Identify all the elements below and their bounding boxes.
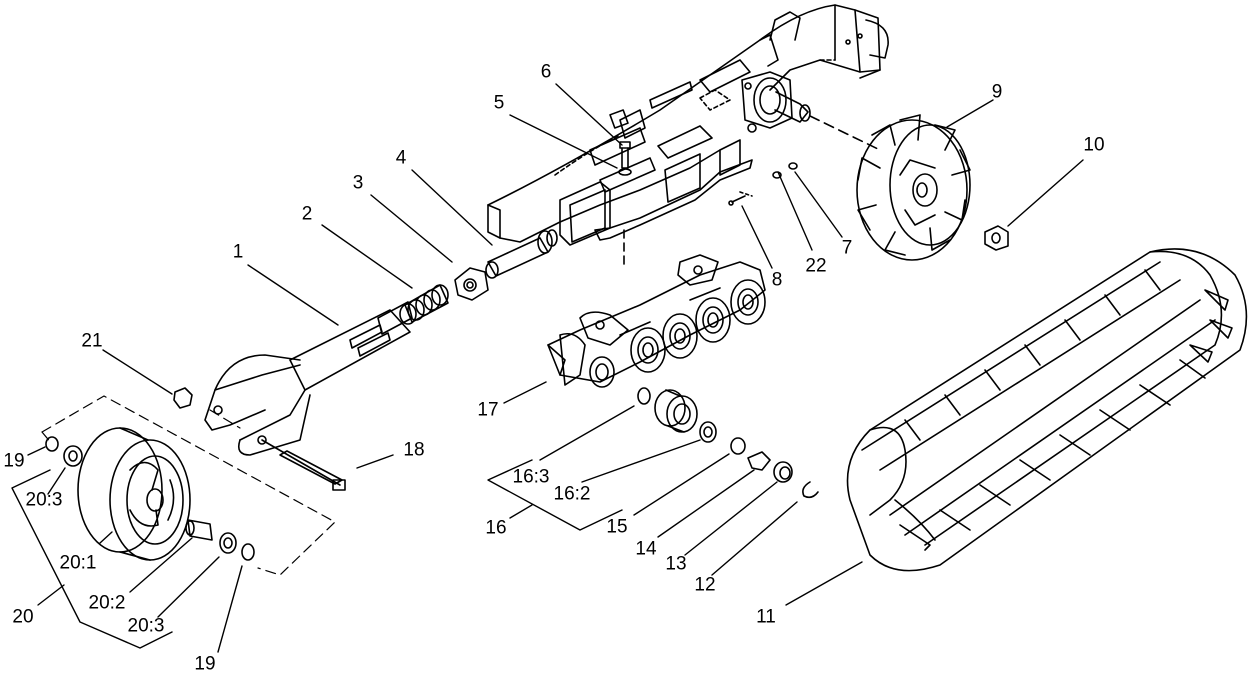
callout-7: 7 bbox=[841, 237, 853, 259]
callout-8: 8 bbox=[771, 269, 783, 291]
tension-spring bbox=[399, 284, 449, 325]
spindle-housing bbox=[741, 71, 811, 133]
spacer-20-2 bbox=[185, 519, 213, 541]
tensioner-arm bbox=[204, 301, 413, 456]
callout-16-3: 16:3 bbox=[512, 466, 550, 488]
tension-shaft bbox=[485, 229, 558, 279]
rubber-track bbox=[846, 248, 1248, 572]
bearing-16-2 bbox=[699, 421, 717, 443]
drive-sprocket bbox=[856, 114, 971, 261]
callout-20-3-top: 20:3 bbox=[25, 489, 63, 511]
bolt-6 bbox=[619, 141, 631, 169]
washer-5 bbox=[618, 168, 632, 176]
callout-19-top: 19 bbox=[3, 450, 25, 472]
axis-line bbox=[809, 115, 881, 151]
lock-nut-21 bbox=[173, 387, 193, 409]
cap-13 bbox=[773, 461, 793, 483]
callout-2: 2 bbox=[301, 203, 313, 225]
callout-20-3-bottom: 20:3 bbox=[127, 615, 165, 637]
callout-18: 18 bbox=[403, 439, 425, 461]
callout-5: 5 bbox=[493, 92, 505, 114]
callout-16-2: 16:2 bbox=[553, 483, 591, 505]
track-frame bbox=[487, 4, 889, 246]
callout-21: 21 bbox=[81, 330, 103, 352]
callout-22: 22 bbox=[805, 255, 827, 277]
callout-20-1: 20:1 bbox=[59, 552, 97, 574]
callout-16: 16 bbox=[485, 517, 507, 539]
assembly-lines bbox=[41, 395, 336, 576]
callout-13: 13 bbox=[665, 553, 687, 575]
callout-6: 6 bbox=[540, 61, 552, 83]
snap-ring-16-3 bbox=[637, 387, 651, 405]
washer-15 bbox=[730, 437, 746, 455]
axle-bolt bbox=[261, 439, 341, 486]
callout-14: 14 bbox=[635, 538, 657, 560]
bolt-14 bbox=[747, 451, 771, 471]
washer-19b bbox=[241, 543, 255, 561]
nut-10 bbox=[984, 225, 1009, 251]
callout-15: 15 bbox=[606, 516, 628, 538]
callout-1: 1 bbox=[232, 241, 244, 263]
callout-17: 17 bbox=[477, 399, 499, 421]
washer-19a bbox=[45, 436, 59, 452]
callout-11: 11 bbox=[756, 606, 776, 628]
small-hardware bbox=[728, 162, 798, 206]
callout-9: 9 bbox=[991, 81, 1003, 103]
callout-3: 3 bbox=[352, 172, 364, 194]
callout-20-2: 20:2 bbox=[88, 592, 126, 614]
roller-16-2 bbox=[654, 389, 698, 433]
callout-20: 20 bbox=[12, 606, 34, 628]
callout-12: 12 bbox=[694, 574, 716, 596]
retaining-ring-12 bbox=[802, 481, 819, 499]
bearing-20-3b bbox=[219, 532, 237, 554]
idler-wheel bbox=[77, 427, 191, 561]
adjuster-nut bbox=[454, 267, 489, 301]
bogie-assembly bbox=[547, 254, 766, 388]
axle-bolt-head bbox=[332, 479, 346, 491]
callout-4: 4 bbox=[395, 147, 407, 169]
callout-19-bottom: 19 bbox=[194, 653, 216, 675]
bearing-20-3a bbox=[63, 445, 83, 467]
leader-lines bbox=[11, 83, 1084, 653]
callout-10: 10 bbox=[1083, 134, 1105, 156]
